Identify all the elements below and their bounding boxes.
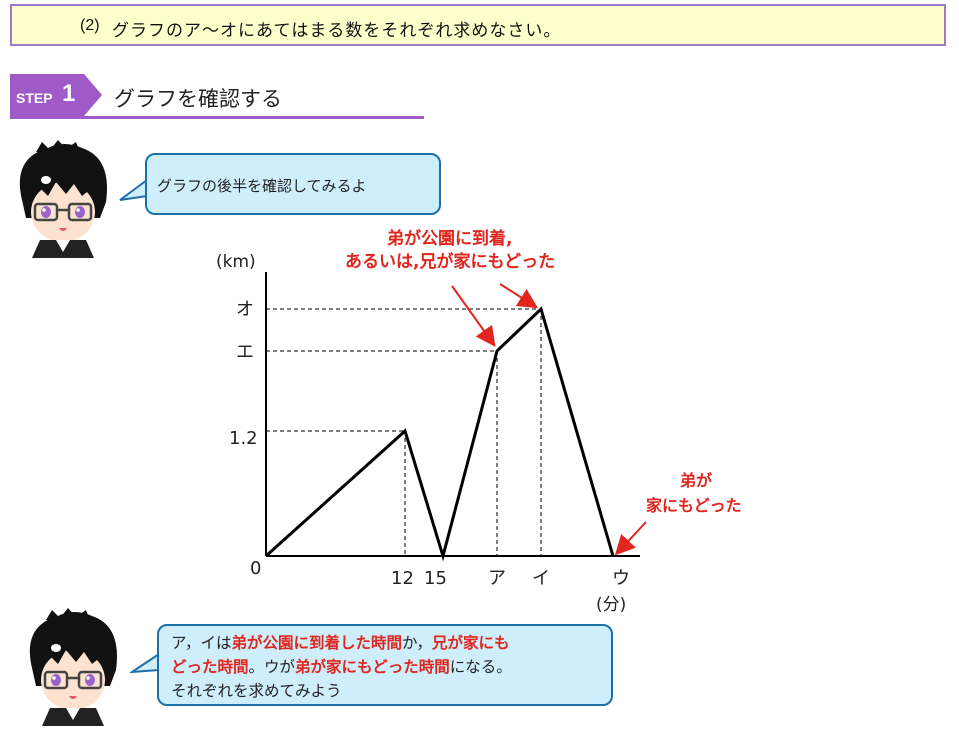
y-label-1-2: 1.2 [229, 428, 258, 449]
y-label-o: オ [236, 299, 254, 320]
bubble-2-line-3: それぞれを求めてみよう [171, 682, 342, 700]
bubble-tail-2-icon [130, 653, 160, 674]
character-avatar-2-icon [29, 608, 117, 726]
step-arrow-icon [84, 74, 102, 116]
x-unit-label: (分) [596, 595, 626, 615]
step-header: STEP 1 グラフを確認する [10, 74, 430, 120]
annotation-arrow-2-icon [499, 283, 539, 309]
highlight-brother-park-time: 弟が公園に到着した時間 [231, 634, 402, 652]
bubble-2-line-2: どった時間。ウが弟が家にもどった時間になる。 [171, 658, 512, 676]
speech-bubble-2: ア，イは弟が公園に到着した時間か，兄が家にも どった時間。ウが弟が家にもどった時… [157, 624, 613, 706]
step-badge [10, 74, 84, 116]
x-label-i: イ [532, 568, 550, 589]
bubble-2-line-1: ア，イは弟が公園に到着した時間か，兄が家にも [171, 634, 510, 652]
x-label-a: ア [488, 568, 506, 589]
highlight-older-brother-home: 兄が家にも [432, 634, 510, 652]
annotation-top-line2: あるいは,兄が家にもどった [345, 251, 555, 272]
annotation-right-line2: 家にもどった [646, 496, 742, 515]
bubble-1-text: グラフの後半を確認してみるよ [157, 177, 367, 195]
annotation-arrow-3-icon [614, 521, 647, 556]
highlight-brother-home-time: 弟が家にもどった時間 [295, 658, 450, 676]
x-label-12: 12 [391, 568, 414, 589]
question-box: (2) グラフのア〜オにあてはまる数をそれぞれ求めなさい。 [10, 4, 946, 46]
x-label-15: 15 [424, 568, 447, 589]
bubble-tail-icon [119, 179, 148, 201]
annotation-right-line1: 弟が [680, 471, 712, 490]
character-avatar-icon [19, 140, 107, 258]
question-number: (2) [80, 17, 100, 34]
step-label: STEP [16, 90, 53, 106]
speech-bubble-1: グラフの後半を確認してみるよ [145, 153, 441, 215]
y-unit-label: (km) [216, 252, 256, 272]
step-underline [10, 116, 424, 119]
origin-label: 0 [250, 558, 261, 579]
graph-line [264, 306, 615, 562]
y-label-e: エ [236, 342, 254, 363]
question-text: グラフのア〜オにあてはまる数をそれぞれ求めなさい。 [112, 21, 562, 41]
step-title: グラフを確認する [114, 87, 282, 111]
step-number: 1 [62, 80, 76, 107]
x-label-u: ウ [612, 568, 630, 589]
annotation-arrow-1-icon [451, 285, 496, 347]
annotation-top-line1: 弟が公園に到着, [387, 228, 512, 249]
